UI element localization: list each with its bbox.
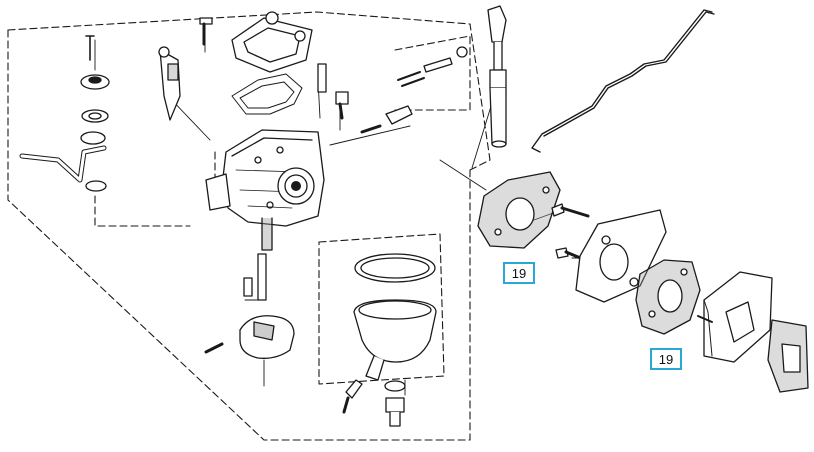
float-bowl-parts xyxy=(342,253,437,427)
callout-19-lower-gasket[interactable]: 19 xyxy=(650,348,682,370)
throttle-lever xyxy=(158,46,181,121)
carburetor-body xyxy=(205,129,325,251)
float-bowl-subgroup-box xyxy=(318,233,445,385)
intake-gasket-final xyxy=(767,319,809,393)
intake-gasket-lower xyxy=(635,259,701,335)
top-cover xyxy=(231,11,313,73)
main-jet-and-nozzle xyxy=(487,5,507,148)
mounting-bolts xyxy=(551,203,592,264)
intake-gasket-upper xyxy=(477,171,561,249)
callout-19-upper-gasket[interactable]: 19 xyxy=(503,262,535,284)
heat-insulator-block xyxy=(697,271,773,363)
insulator-plate xyxy=(575,209,667,303)
choke-parts xyxy=(19,35,110,192)
small-screws xyxy=(199,17,468,354)
float xyxy=(239,315,295,359)
top-gasket xyxy=(231,73,303,115)
assembly-boundary xyxy=(7,11,491,441)
throttle-link-rod xyxy=(531,9,713,153)
throttle-link-rod-edge xyxy=(543,11,715,137)
needle-subgroup-box xyxy=(394,35,471,111)
